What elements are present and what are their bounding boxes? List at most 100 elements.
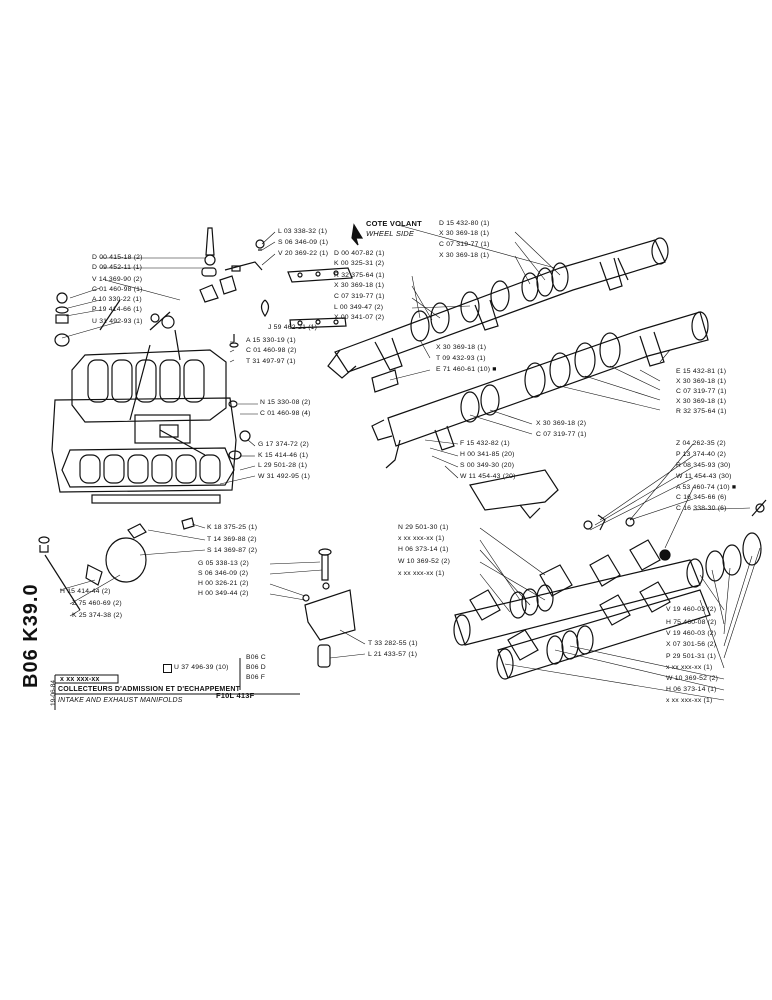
part-label: C 07 319-77 (1) [676, 388, 727, 395]
part-label: x xx xxx-xx (1) [666, 664, 713, 671]
part-label: X 30 369-18 (1) [439, 230, 490, 237]
part-label: K 00 325-31 (2) [334, 260, 385, 267]
part-label: V 19 460-03 (2) [666, 630, 717, 637]
part-label: W 10 369-52 (2) [666, 675, 719, 682]
part-label: X 00 341-07 (2) [334, 314, 385, 321]
part-label: C 07 319-77 (1) [536, 431, 587, 438]
flange-plate [287, 267, 353, 329]
title-fr: COLLECTEURS D'ADMISSION ET D'ECHAPPEMENT [58, 686, 241, 693]
model-code: F10L 413F [216, 691, 255, 700]
part-label: A 10 330-22 (1) [92, 296, 142, 303]
part-label: S 14 369-87 (2) [207, 547, 258, 554]
part-label: Z 04 262-35 (2) [676, 440, 726, 447]
part-label: C 01 460-98 (2) [246, 347, 297, 354]
part-label: W 11 454-43 (20) [460, 473, 516, 480]
part-label: S 06 346-09 (2) [198, 570, 249, 577]
part-label: L 21 433-57 (1) [368, 651, 418, 658]
part-label: C 01 460-98 (4) [260, 410, 311, 417]
support-bracket [302, 548, 356, 668]
title-en: INTAKE AND EXHAUST MANIFOLDS [58, 697, 183, 704]
part-label: x xx xxx-xx (1) [398, 570, 445, 577]
part-label: C 01 460-98 (1) [92, 286, 143, 293]
part-label: K 18 375-25 (1) [207, 524, 258, 531]
injector-parts [54, 227, 270, 460]
part-label: T 33 282-55 (1) [368, 640, 418, 647]
part-label: D 09 452-11 (1) [92, 264, 143, 271]
part-label: J 59 462-21 (1) [268, 324, 318, 331]
part-label: V 14 369-90 (2) [92, 276, 143, 283]
part-label: H 75 460-08 (2) [666, 619, 717, 626]
part-label: E 15 432-81 (1) [676, 368, 727, 375]
part-label: R 08 345-93 (30) [676, 462, 731, 469]
part-label: L 00 349-47 (2) [334, 304, 384, 311]
part-label: C 07 319-77 (1) [439, 241, 490, 248]
part-label: C 16 338-30 (6) [676, 505, 727, 512]
middle-exhaust-manifold [371, 311, 709, 469]
part-label: X 30 369-18 (1) [676, 378, 727, 385]
part-label: R 32 375-64 (1) [334, 272, 385, 279]
part-label: H 06 373-14 (1) [398, 546, 449, 553]
part-label: X 30 369-18 (1) [439, 252, 490, 259]
part-label: G 05 338-13 (2) [198, 560, 249, 567]
part-label: C 07 319-77 (1) [334, 293, 385, 300]
part-label: V 20 369-22 (1) [278, 250, 329, 257]
part-label: K 15 414-46 (1) [258, 452, 309, 459]
wheel-side-label-en: WHEEL SIDE [366, 229, 415, 238]
lower-intake-manifold-b [496, 581, 711, 680]
part-label: H 00 341-85 (20) [460, 451, 515, 458]
wheel-side-arrow [351, 223, 364, 246]
part-label: Z 75 460-69 (2) [72, 600, 122, 607]
part-label: V 19 460-03 (2) [666, 606, 717, 613]
part-label: T 31 497-97 (1) [246, 358, 296, 365]
part-label: H 06 373-14 (1) [666, 686, 717, 693]
variant-checkbox [163, 664, 172, 673]
part-label: X 30 369-18 (1) [334, 282, 385, 289]
part-label: P 19 414-66 (1) [92, 306, 143, 313]
part-label: X 30 369-18 (2) [536, 420, 587, 427]
part-label: S 06 346-09 (1) [278, 239, 329, 246]
part-label: U 31 492-93 (1) [92, 318, 143, 325]
part-label: P 29 501-31 (1) [666, 653, 717, 660]
wheel-side-label-fr: COTE VOLANT [366, 219, 422, 228]
part-label: L 29 501-28 (1) [258, 462, 308, 469]
title-box-frame [54, 658, 300, 710]
variant-part: U 37 496-39 (10) [174, 664, 229, 671]
part-label: A 15 330-19 (1) [246, 337, 296, 344]
upper-exhaust-manifold [327, 237, 669, 393]
lower-intake-manifold-a [453, 532, 762, 646]
part-label: G 17 374-72 (2) [258, 441, 309, 448]
leader-lines [59, 224, 761, 701]
part-label: F 15 432-82 (1) [460, 440, 510, 447]
part-label: X 30 369-18 (1) [676, 398, 727, 405]
part-label: A 53 460-74 (10) ■ [676, 484, 737, 491]
part-label: H 00 326-21 (2) [198, 580, 249, 587]
part-label: T 09 432-93 (1) [436, 355, 486, 362]
drawing-date: 19-06-84 [50, 679, 57, 706]
engine-block-illustration [51, 344, 237, 504]
clamp-parts [38, 517, 195, 611]
part-label: D 15 432-80 (1) [439, 220, 490, 227]
part-label: N 29 501-30 (1) [398, 524, 449, 531]
part-label: X 30 369-18 (1) [436, 344, 487, 351]
part-label: W 10 369-52 (2) [398, 558, 451, 565]
part-label: X 07 301-56 (2) [666, 641, 717, 648]
part-label: C 16 345-66 (6) [676, 494, 727, 501]
heat-shield [469, 469, 559, 511]
variant-c: B06 C [246, 654, 266, 661]
variant-f: B06 F [246, 674, 266, 681]
drawing-code: B06 K39.0 [20, 583, 42, 688]
part-label: E 71 460-61 (10) ■ [436, 366, 497, 373]
part-label: W 31 492-95 (1) [258, 473, 311, 480]
part-label: T 14 369-88 (2) [207, 536, 257, 543]
part-label: H 00 349-44 (2) [198, 590, 249, 597]
variant-d: B06 D [246, 664, 266, 671]
part-label: K 25 374-38 (2) [72, 612, 123, 619]
part-label: x xx xxx-xx (1) [666, 697, 713, 704]
part-label: P 13 374-40 (2) [676, 451, 727, 458]
xx-code: x xx xxx-xx [60, 676, 100, 683]
part-label: x xx xxx-xx (1) [398, 535, 445, 542]
part-label: D 00 407-82 (1) [334, 250, 385, 257]
part-label: N 15 330-08 (2) [260, 399, 311, 406]
